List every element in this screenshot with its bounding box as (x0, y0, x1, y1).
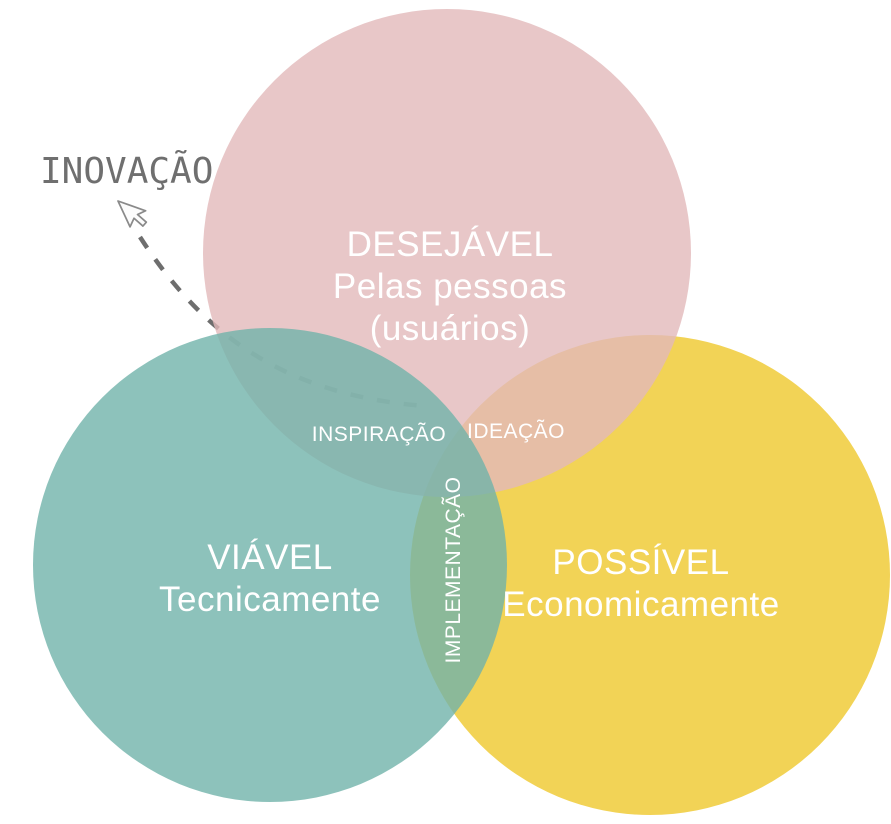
label-possible: POSSÍVEL Economicamente (441, 542, 841, 626)
desirable-title: DESEJÁVEL (346, 225, 554, 264)
possible-title: POSSÍVEL (552, 543, 730, 582)
viable-subtitle: Tecnicamente (159, 580, 381, 619)
mouse-pointer-icon (117, 200, 148, 228)
label-desirable: DESEJÁVEL Pelas pessoas (usuários) (250, 224, 650, 350)
desirable-subtitle: Pelas pessoas (332, 267, 568, 306)
desirable-subtitle-2: (usuários) (369, 309, 531, 348)
overlap-label-implementation: IMPLEMENTAÇÃO (442, 476, 465, 664)
viable-title: VIÁVEL (207, 538, 333, 577)
overlap-label-ideation: IDEAÇÃO (466, 420, 566, 443)
label-viable: VIÁVEL Tecnicamente (70, 537, 470, 621)
overlap-label-inspiration: INSPIRAÇÃO (311, 423, 447, 446)
possible-subtitle: Economicamente (502, 585, 780, 624)
circle-viable (33, 328, 507, 802)
innovation-label: INOVAÇÃO (40, 151, 214, 192)
